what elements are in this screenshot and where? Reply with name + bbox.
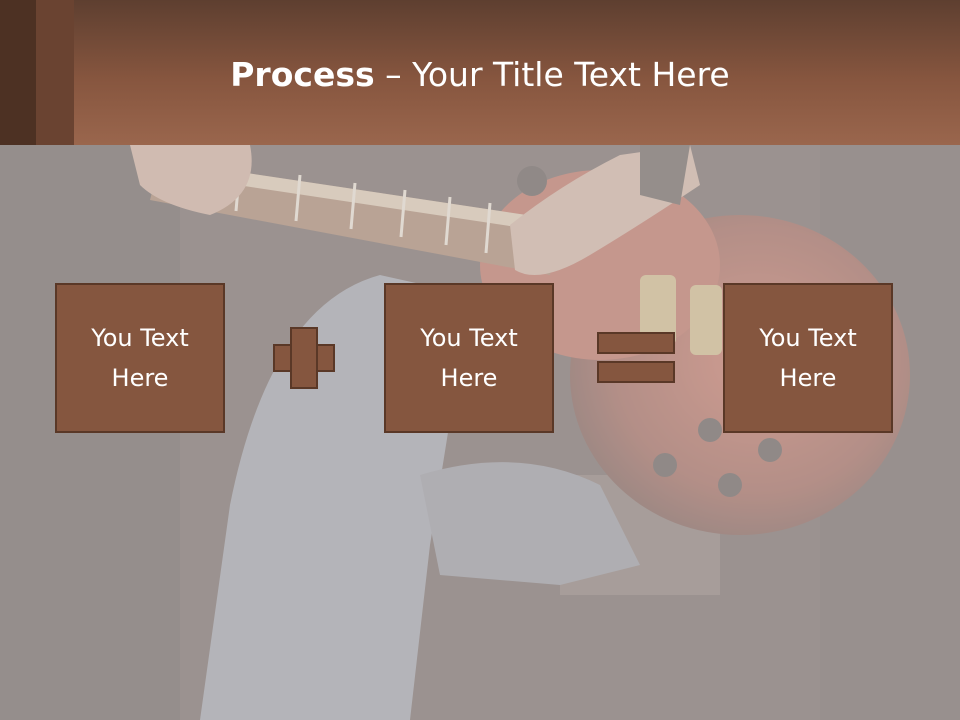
- title-accent-strip: [0, 0, 36, 145]
- process-step-3-line2: Here: [779, 364, 837, 392]
- process-step-1-line1: You Text: [91, 324, 189, 352]
- plus-icon-vertical-bar: [290, 327, 318, 389]
- process-step-2-text: You Text Here: [399, 318, 539, 398]
- title-accent-strip: [36, 0, 74, 145]
- title-bar: Process – Your Title Text Here: [0, 0, 960, 145]
- title-bold-text: Process: [230, 55, 375, 94]
- process-step-3-text: You Text Here: [738, 318, 878, 398]
- process-step-2-box[interactable]: You Text Here: [384, 283, 554, 433]
- process-step-1-line2: Here: [111, 364, 169, 392]
- process-step-1-text: You Text Here: [70, 318, 210, 398]
- process-step-3-box[interactable]: You Text Here: [723, 283, 893, 433]
- slide-title[interactable]: Process – Your Title Text Here: [0, 52, 960, 98]
- process-step-2-line2: Here: [440, 364, 498, 392]
- process-step-2-line1: You Text: [420, 324, 518, 352]
- equals-icon-bottom-bar: [597, 361, 675, 383]
- process-step-3-line1: You Text: [759, 324, 857, 352]
- equals-icon-top-bar: [597, 332, 675, 354]
- title-rest-text: – Your Title Text Here: [374, 55, 730, 94]
- process-step-1-box[interactable]: You Text Here: [55, 283, 225, 433]
